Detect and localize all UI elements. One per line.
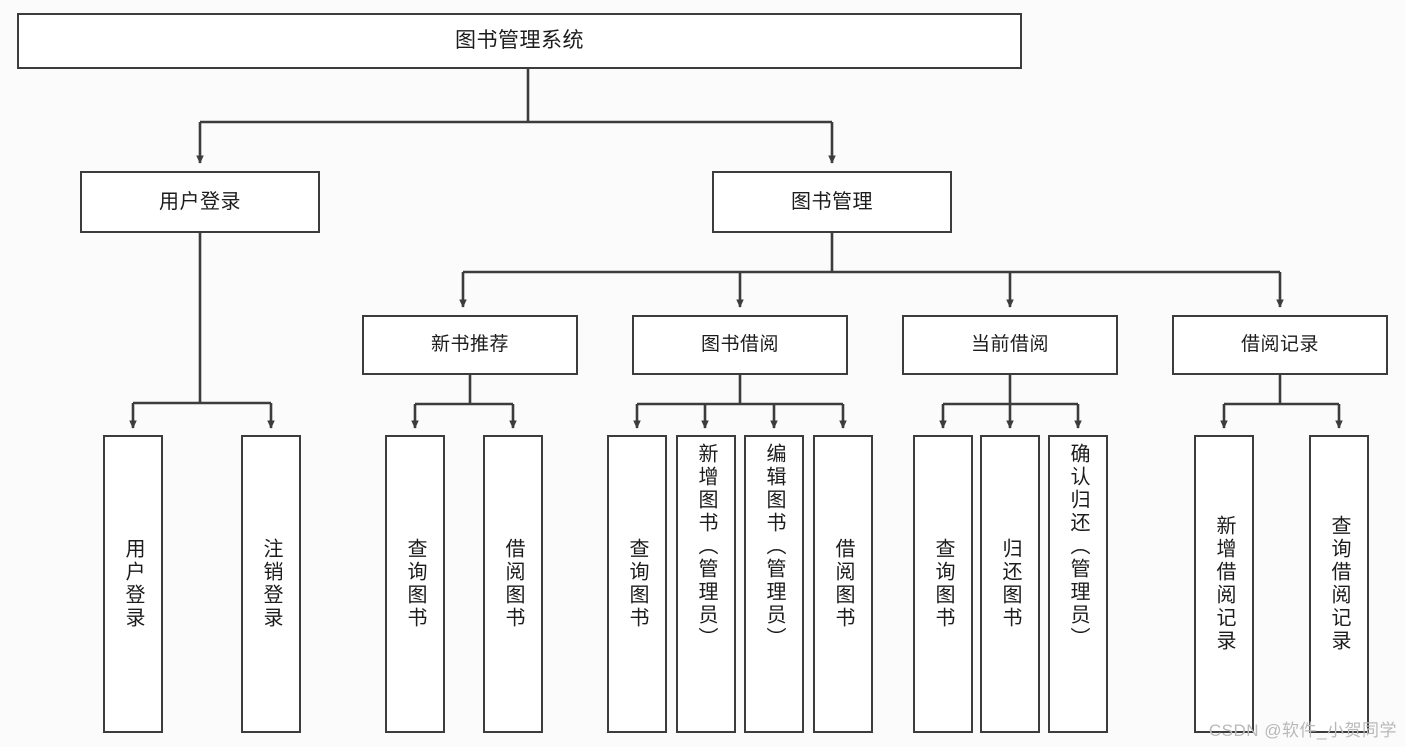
leaf-return-book[interactable]: 归还图书 [980,435,1040,733]
node-current-borrow[interactable]: 当前借阅 [902,315,1118,375]
node-label: 确认归还（管理员） [1067,443,1089,650]
leaf-query-book-3[interactable]: 查询图书 [913,435,973,733]
node-label: 查询图书 [626,538,648,630]
node-label: 借阅记录 [1240,334,1319,356]
node-label: 查询借阅记录 [1328,515,1350,653]
node-root-system[interactable]: 图书管理系统 [17,13,1022,69]
node-label: 注销登录 [260,538,282,630]
node-borrow-record[interactable]: 借阅记录 [1172,315,1388,375]
leaf-query-borrow-record[interactable]: 查询借阅记录 [1309,435,1369,733]
node-label: 图书管理系统 [455,29,584,53]
node-label: 借阅图书 [502,538,524,630]
node-label: 当前借阅 [970,334,1049,356]
node-label: 查询图书 [932,538,954,630]
node-label: 归还图书 [999,538,1021,630]
leaf-user-login[interactable]: 用户登录 [103,435,163,733]
node-book-management[interactable]: 图书管理 [712,171,952,233]
leaf-borrow-book-2[interactable]: 借阅图书 [813,435,873,733]
node-label: 编辑图书（管理员） [763,443,785,650]
node-label: 用户登录 [122,538,144,630]
node-book-borrow[interactable]: 图书借阅 [632,315,848,375]
node-new-book-recommend[interactable]: 新书推荐 [362,315,578,375]
leaf-query-book-2[interactable]: 查询图书 [607,435,667,733]
leaf-query-book-1[interactable]: 查询图书 [385,435,445,733]
node-label: 新增图书（管理员） [695,443,717,650]
node-label: 图书借阅 [700,334,779,356]
node-label: 用户登录 [159,190,241,213]
leaf-confirm-return-admin[interactable]: 确认归还（管理员） [1048,435,1108,733]
leaf-logout-login[interactable]: 注销登录 [241,435,301,733]
node-user-login[interactable]: 用户登录 [80,171,320,233]
node-label: 新增借阅记录 [1213,515,1235,653]
node-label: 图书管理 [791,190,873,213]
leaf-edit-book-admin[interactable]: 编辑图书（管理员） [744,435,804,733]
node-label: 借阅图书 [832,538,854,630]
leaf-add-borrow-record[interactable]: 新增借阅记录 [1194,435,1254,733]
leaf-borrow-book-1[interactable]: 借阅图书 [483,435,543,733]
node-label: 查询图书 [404,538,426,630]
node-label: 新书推荐 [430,334,509,356]
leaf-add-book-admin[interactable]: 新增图书（管理员） [676,435,736,733]
csdn-watermark: CSDN @软件_小贺同学 [1208,721,1397,740]
